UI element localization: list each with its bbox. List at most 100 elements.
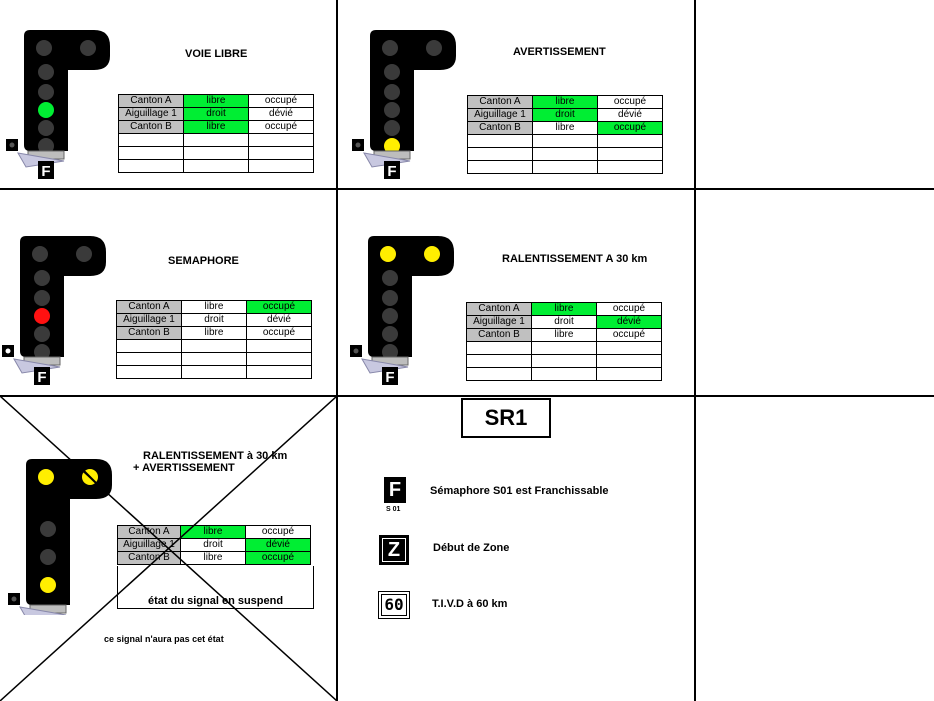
signal-head: F [2, 236, 106, 386]
table-cell: occupé [596, 302, 662, 316]
cross-out-mark [0, 396, 337, 701]
panel-title: SEMAPHORE [168, 255, 239, 267]
table-cell: occupé [245, 525, 311, 539]
table-cell [246, 352, 312, 366]
signal-lamp [32, 246, 48, 262]
table-cell [467, 147, 533, 161]
table-cell: Canton B [116, 326, 182, 340]
signal-lamp [38, 138, 54, 154]
signal-lamp [36, 40, 52, 56]
signal-bracket [19, 606, 67, 615]
signal-lamp [380, 246, 396, 262]
table-cell [467, 134, 533, 148]
table-cell: occupé [597, 95, 663, 109]
empty-row [118, 133, 314, 147]
grid-line-h1 [0, 188, 934, 190]
table-cell [116, 339, 182, 353]
legend-debut-zone-text: Début de Zone [433, 542, 510, 554]
table-cell [246, 365, 312, 379]
table-cell: droit [532, 108, 598, 122]
empty-row [466, 354, 662, 368]
table-cell: droit [531, 315, 597, 329]
signal-lamp [426, 40, 442, 56]
table-cell [246, 339, 312, 353]
tivd-60-icon: 60 [378, 591, 410, 619]
table-cell: occupé [248, 120, 314, 134]
signal-lamp [382, 270, 398, 286]
table-cell [531, 367, 597, 381]
signal-lamp [34, 344, 50, 360]
signal-lamp [382, 40, 398, 56]
table-cell: Canton B [117, 551, 181, 565]
empty-row [116, 352, 312, 366]
empty-row [466, 367, 662, 381]
signal-lamp [382, 290, 398, 306]
empty-row [118, 146, 314, 160]
plate-letter: F [37, 369, 46, 386]
signal-small-lamp-dot [9, 142, 15, 148]
signal-lamp [382, 308, 398, 324]
table-cell [181, 365, 247, 379]
franchissable-sub: S 01 [386, 506, 401, 513]
suspend-box [117, 566, 314, 609]
signal-lamp [80, 40, 96, 56]
table-cell: droit [181, 313, 247, 327]
signal-lamp [34, 290, 50, 306]
table-cell: libre [181, 300, 247, 314]
grid-line-v1 [336, 0, 338, 701]
table-cell: Canton B [118, 120, 184, 134]
sr1-title-box: SR1 [461, 398, 551, 438]
table-cell [183, 146, 249, 160]
empty-row [118, 159, 314, 173]
table-cell [597, 160, 663, 174]
empty-row [116, 365, 312, 379]
signal-small-lamp-dot [353, 348, 359, 354]
legend-franchissable-text: Sémaphore S01 est Franchissable [430, 485, 609, 497]
table-cell [116, 365, 182, 379]
signal-lamp [424, 246, 440, 262]
table-cell: occupé [246, 326, 312, 340]
signal-lamp [38, 84, 54, 100]
panel-title: AVERTISSEMENT [513, 46, 606, 58]
table-cell: dévié [248, 107, 314, 121]
sr1-title: SR1 [484, 405, 528, 430]
table-cell [531, 354, 597, 368]
signal-lamp [384, 120, 400, 136]
table-cell [248, 159, 314, 173]
table-cell: Aiguillage 1 [118, 107, 184, 121]
plate-f-icon [34, 367, 50, 385]
table-cell: Canton A [466, 302, 532, 316]
table-cell [118, 146, 184, 160]
signal-lamp [40, 521, 56, 537]
table-cell [532, 147, 598, 161]
table-cell [248, 133, 314, 147]
plate-f-icon [382, 367, 398, 385]
table-cell: Aiguillage 1 [116, 313, 182, 327]
table-cell [532, 160, 598, 174]
signal-lamp [382, 344, 398, 360]
empty-row [116, 339, 312, 353]
signal-small-lamp-dot [5, 348, 11, 354]
panel-title: RALENTISSEMENT A 30 km [502, 253, 648, 265]
table-cell: dévié [245, 538, 311, 552]
signal-small-lamp-dot [355, 142, 361, 148]
table-cell [183, 159, 249, 173]
table-cell [596, 341, 662, 355]
signal-lamp [38, 102, 54, 118]
grid-line-h2 [0, 395, 934, 397]
plate-f-icon [384, 161, 400, 179]
signal-head [8, 459, 112, 615]
signal-lamp [38, 120, 54, 136]
signal-lamp [40, 577, 56, 593]
plate-f-icon [38, 161, 54, 179]
signal-lamp [384, 84, 400, 100]
